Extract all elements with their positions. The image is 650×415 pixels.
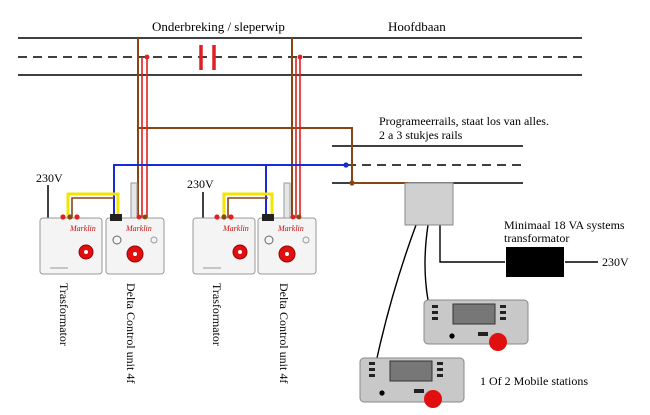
control-unit-2-plug (262, 214, 274, 221)
transformer-spec-label-2: transformator (504, 231, 569, 245)
hub-mobile-wire-2 (424, 224, 429, 301)
systems-transformer-block (506, 247, 564, 277)
programming-track-label-2: 2 a 3 stukjes rails (379, 128, 463, 142)
mobile-station-1 (423, 299, 529, 351)
mobile-stations-label: 1 Of 2 Mobile stations (480, 374, 588, 388)
ms2-knob (424, 390, 442, 408)
transformer-unit-1: Marklin (39, 214, 103, 275)
ms1-key-r3 (500, 317, 506, 320)
ms1-key-l2 (432, 311, 438, 314)
control-unit-1-brand: Marklin (125, 224, 152, 233)
terminal-1b (67, 214, 73, 220)
control-unit-2-label: Delta Control unit 4f (277, 283, 291, 383)
terminal-2a (214, 214, 220, 220)
ms2-dot (379, 390, 385, 396)
red-dot-2 (297, 54, 303, 60)
voltage-label-mid: 230V (187, 177, 214, 191)
ms2-key-l1 (369, 362, 375, 365)
control-unit-1-dial-icon (112, 235, 122, 245)
control-unit-2-knob-center (285, 252, 289, 256)
blue-junction-dot (343, 162, 349, 168)
ms2-key-l2 (369, 368, 375, 371)
control-unit-1-plug (110, 214, 122, 221)
ms2-button (414, 389, 424, 393)
ms2-key-l3 (369, 374, 375, 377)
yellow-wire-1 (66, 192, 120, 218)
terminal-c1b (142, 214, 148, 220)
interruption-marker (199, 45, 216, 70)
terminal-1a (60, 214, 66, 220)
ms1-key-l1 (432, 305, 438, 308)
ms1-knob (489, 333, 507, 351)
transformer-1-label: Trasformator (57, 283, 71, 346)
terminal-c1a (136, 214, 142, 220)
control-unit-2: Marklin (257, 214, 317, 275)
transformer-spec-label-1: Minimaal 18 VA systems (504, 218, 625, 232)
terminal-c2b (296, 214, 302, 220)
transformer-1-knob-center (84, 250, 88, 254)
control-unit-2-button (302, 236, 310, 244)
terminal-c2a (290, 214, 296, 220)
ms2-key-r3 (437, 374, 443, 377)
ms1-key-r2 (500, 311, 506, 314)
yellow-wire-2 (222, 192, 274, 218)
transformer-2-brand: Marklin (222, 224, 249, 233)
mobile-station-2 (359, 357, 465, 408)
ms2-key-r1 (437, 362, 443, 365)
grey-plug-1 (130, 182, 138, 219)
grey-plug-2 (283, 182, 291, 219)
brown-junction-dot (349, 180, 355, 186)
terminal-1c (74, 214, 80, 220)
transformer-2-knob-center (238, 250, 242, 254)
ms2-key-r2 (437, 368, 443, 371)
ms1-dot (449, 333, 455, 339)
connector-hub-box (404, 182, 454, 226)
interruption-label: Onderbreking / sleperwip (152, 19, 285, 34)
ms1-button (478, 332, 488, 336)
red-dot-1 (144, 54, 150, 60)
terminal-2b (221, 214, 227, 220)
voltage-label-right: 230V (602, 255, 629, 269)
brown-wire-prog (138, 127, 353, 183)
main-track-label: Hoofdbaan (388, 19, 446, 34)
control-unit-1-label: Delta Control unit 4f (124, 283, 138, 383)
brown-link-2 (227, 197, 268, 218)
hub-mobile-wire-1 (376, 224, 417, 359)
transformer-2-label: Trasformator (210, 283, 224, 346)
control-unit-2-dial-icon (264, 235, 274, 245)
blue-wire-main (113, 164, 346, 218)
terminal-2c (228, 214, 234, 220)
programming-track-label-1: Programeerrails, staat los van alles. (379, 114, 549, 128)
voltage-label-left: 230V (36, 171, 63, 185)
ms1-key-l3 (432, 317, 438, 320)
control-unit-2-brand: Marklin (277, 224, 304, 233)
brown-link-1 (71, 197, 114, 218)
control-unit-1-knob-center (133, 252, 137, 256)
transformer-unit-2: Marklin (192, 214, 256, 275)
wires (47, 38, 598, 359)
transformer-1-brand: Marklin (69, 224, 96, 233)
control-unit-1-button (150, 236, 158, 244)
mobile-station-1-display (452, 303, 496, 325)
control-unit-1: Marklin (105, 214, 165, 275)
hub-transformer-wire (439, 225, 505, 263)
programming-track (332, 145, 523, 184)
ms1-key-r1 (500, 305, 506, 308)
mobile-station-2-display (389, 360, 433, 382)
